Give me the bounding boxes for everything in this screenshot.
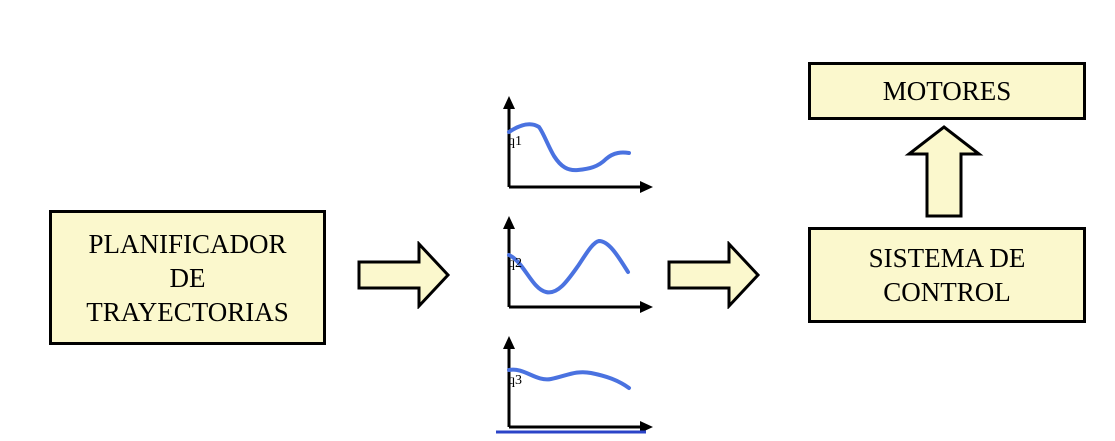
planner-line-2: DE (169, 262, 206, 293)
trajectory-plot-q2: q2 (503, 216, 653, 313)
control-line-2: CONTROL (883, 277, 1011, 307)
right-block-arrow-icon (357, 241, 451, 309)
up-block-arrow-icon (904, 125, 984, 218)
planner-box: PLANIFICADOR DE TRAYECTORIAS (49, 210, 326, 345)
planner-line-3: TRAYECTORIAS (86, 296, 289, 327)
trajectory-plot-q3: q3 (496, 336, 653, 434)
plot-q1-label: q1 (508, 134, 522, 149)
plot-q3-label: q3 (508, 373, 522, 388)
control-line-1: SISTEMA DE (868, 243, 1026, 273)
control-box: SISTEMA DE CONTROL (808, 227, 1086, 323)
planner-line-1: PLANIFICADOR (88, 228, 287, 259)
motors-box: MOTORES (808, 62, 1086, 120)
motors-label: MOTORES (882, 76, 1012, 106)
right-block-arrow-icon (667, 241, 761, 309)
plot-q2-label: q2 (508, 256, 522, 271)
trajectory-plot-q1: q1 (503, 96, 653, 193)
